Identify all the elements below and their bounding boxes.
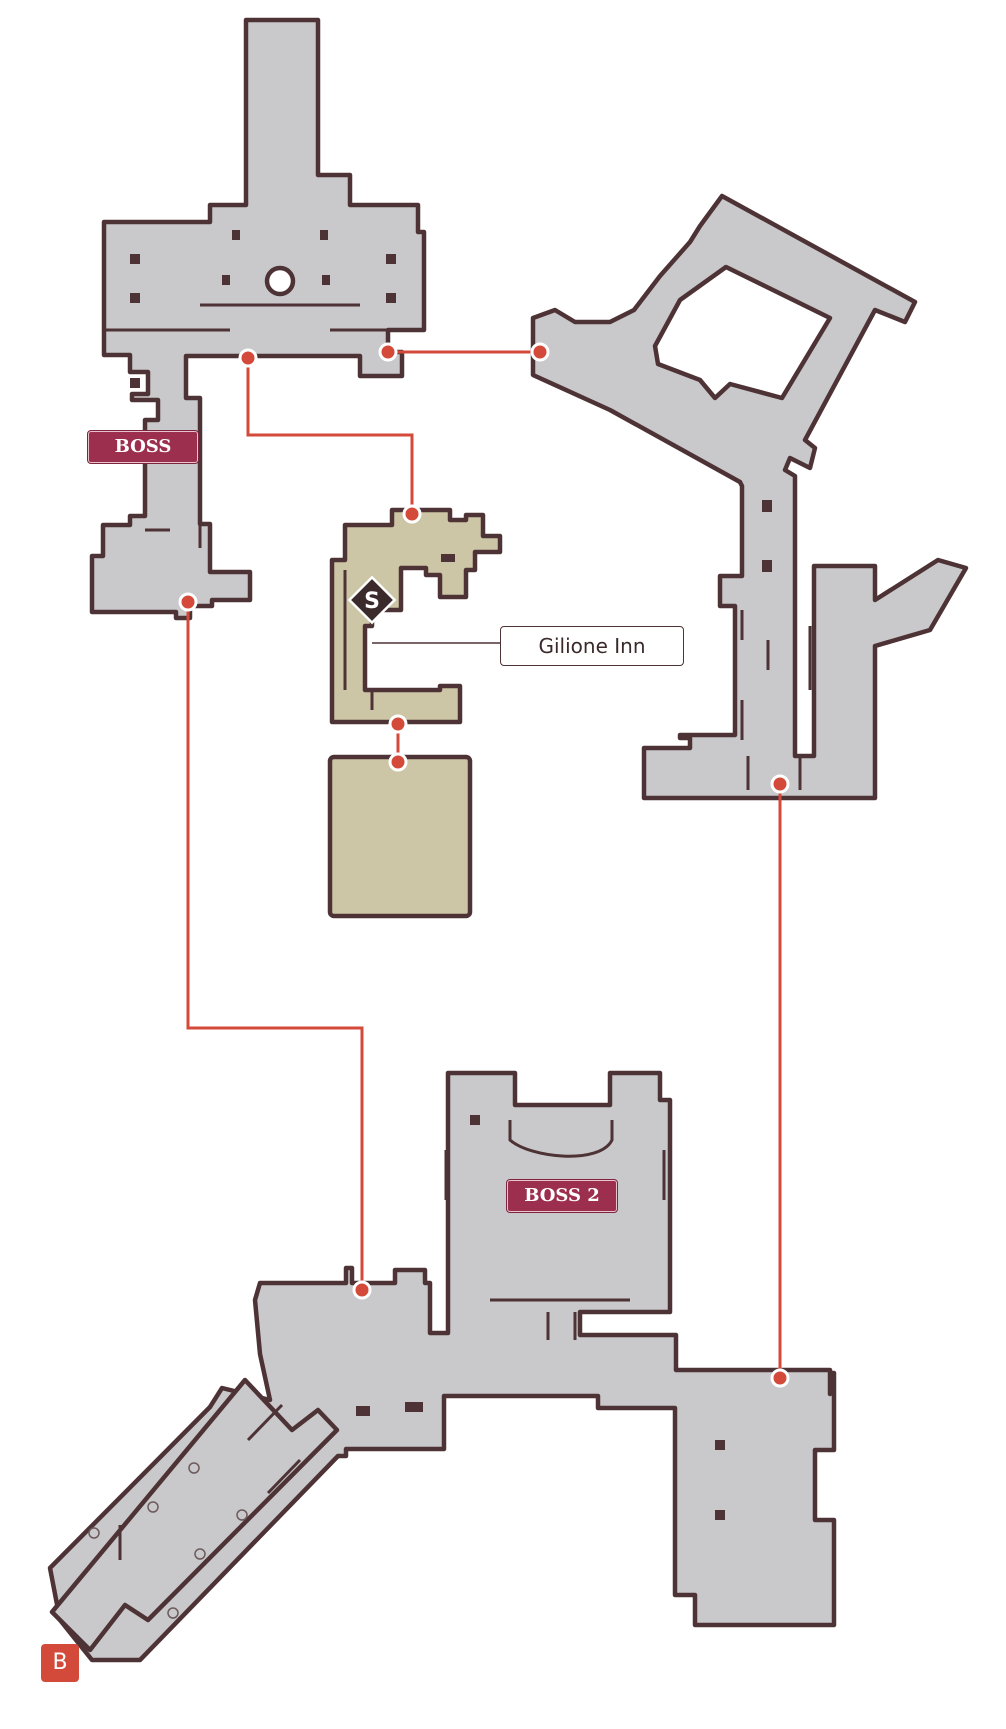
route-node[interactable] <box>378 342 398 362</box>
route-node[interactable] <box>388 752 408 772</box>
route-node[interactable] <box>402 504 422 524</box>
boss-tag[interactable]: BOSS <box>88 431 198 463</box>
route-node[interactable] <box>178 592 198 612</box>
save-point-icon[interactable]: S <box>347 575 397 625</box>
route-castle-to-inn <box>246 358 414 514</box>
gilione-inn-building <box>327 507 503 919</box>
northeast-castle-area <box>530 193 969 801</box>
boss-2-tag[interactable]: BOSS 2 <box>507 1180 617 1212</box>
route-node[interactable] <box>770 1368 790 1388</box>
svg-text:S: S <box>364 589 380 614</box>
route-node[interactable] <box>388 714 408 734</box>
northwest-castle-area <box>89 17 427 621</box>
route-node[interactable] <box>238 348 258 368</box>
route-node[interactable] <box>530 342 550 362</box>
route-nodes <box>178 342 790 1388</box>
gilione-inn-label[interactable]: Gilione Inn <box>500 626 684 666</box>
route-node[interactable] <box>352 1280 372 1300</box>
route-node[interactable] <box>770 774 790 794</box>
b-marker[interactable]: B <box>41 1644 79 1682</box>
southern-castle-area <box>47 1070 837 1663</box>
route-west-to-south <box>186 602 364 1290</box>
